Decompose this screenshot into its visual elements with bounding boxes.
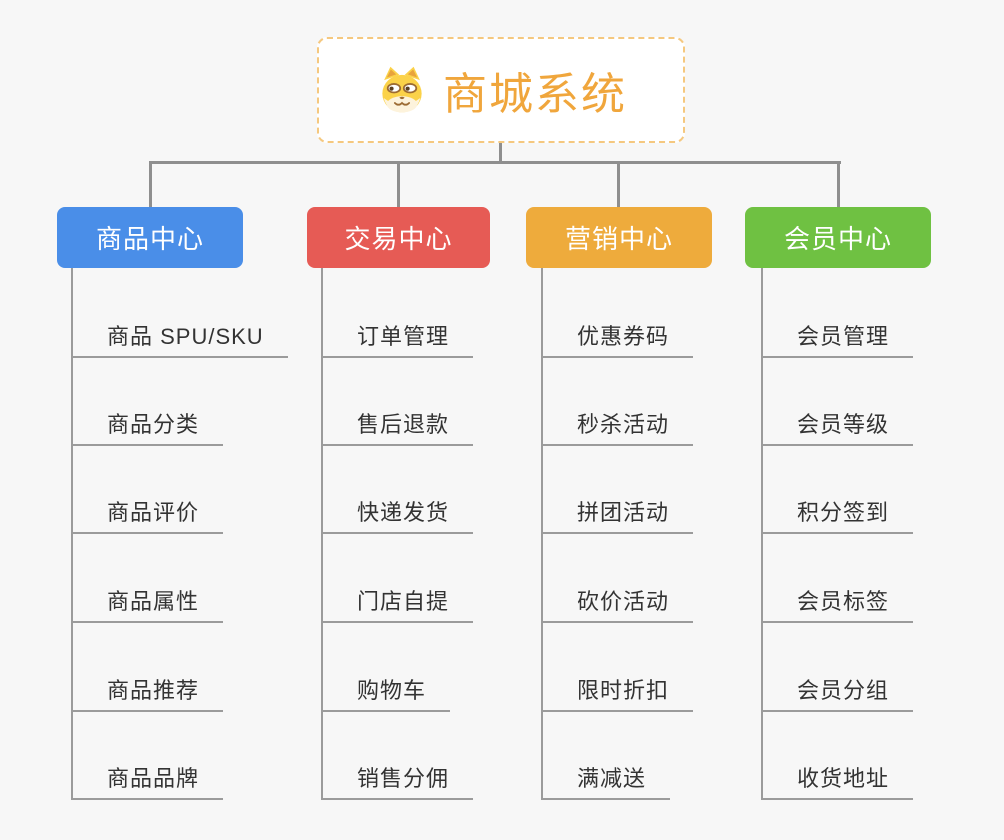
leaf-node[interactable]: 限时折扣 [541, 676, 694, 712]
leaf-node[interactable]: 会员管理 [761, 322, 914, 358]
leaf-node[interactable]: 购物车 [321, 676, 451, 712]
connector-drop [149, 161, 152, 208]
branch-trunk-line [321, 268, 323, 800]
branch-node-marketing-center[interactable]: 营销中心 [526, 207, 712, 268]
leaf-node[interactable]: 商品评价 [71, 498, 224, 534]
branch-trunk-line [71, 268, 73, 800]
branch-node-trade-center[interactable]: 交易中心 [307, 207, 490, 268]
connector-stem [499, 143, 502, 164]
leaf-node[interactable]: 商品属性 [71, 587, 224, 623]
leaf-node[interactable]: 优惠券码 [541, 322, 694, 358]
root-title: 商城系统 [443, 70, 627, 119]
leaf-node[interactable]: 会员标签 [761, 587, 914, 623]
connector-drop [617, 161, 620, 208]
root-node[interactable]: 商城系统 [317, 37, 685, 143]
branch-trunk-line [541, 268, 543, 800]
leaf-node[interactable]: 商品分类 [71, 410, 224, 446]
leaf-node[interactable]: 会员等级 [761, 410, 914, 446]
leaf-node[interactable]: 商品 SPU/SKU [71, 322, 288, 358]
leaf-node[interactable]: 商品推荐 [71, 676, 224, 712]
leaf-node[interactable]: 快递发货 [321, 498, 474, 534]
connector-drop [837, 161, 840, 208]
leaf-node[interactable]: 销售分佣 [321, 764, 474, 800]
leaf-node[interactable]: 收货地址 [761, 764, 914, 800]
leaf-node[interactable]: 满减送 [541, 764, 671, 800]
branch-node-product-center[interactable]: 商品中心 [57, 207, 243, 268]
leaf-node[interactable]: 会员分组 [761, 676, 914, 712]
leaf-node[interactable]: 售后退款 [321, 410, 474, 446]
branch-trunk-line [761, 268, 763, 800]
leaf-node[interactable]: 拼团活动 [541, 498, 694, 534]
connector-rail [149, 161, 841, 164]
leaf-node[interactable]: 积分签到 [761, 498, 914, 534]
connector-drop [397, 161, 400, 208]
leaf-node[interactable]: 砍价活动 [541, 587, 694, 623]
leaf-node[interactable]: 秒杀活动 [541, 410, 694, 446]
leaf-node[interactable]: 门店自提 [321, 587, 474, 623]
shiba-dog-icon [382, 66, 422, 113]
branch-node-member-center[interactable]: 会员中心 [745, 207, 931, 268]
leaf-node[interactable]: 订单管理 [321, 322, 474, 358]
leaf-node[interactable]: 商品品牌 [71, 764, 224, 800]
